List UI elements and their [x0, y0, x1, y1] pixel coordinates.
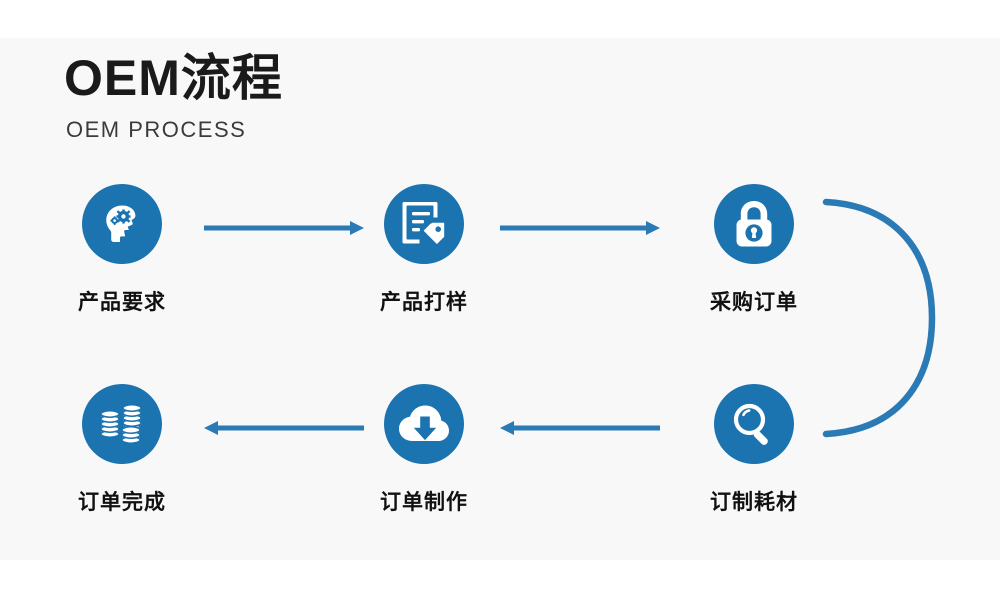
flow-step-label: 订制耗材	[710, 491, 798, 514]
flow-step-icon-circle	[714, 384, 794, 464]
flow-step-product-sampling[interactable]: 产品打样	[344, 184, 504, 316]
flow-step-order-completed[interactable]: 订单完成	[42, 384, 202, 516]
arrow-step1-to-step2	[204, 216, 364, 240]
heading-block: OEM流程 OEM PROCESS	[64, 52, 564, 143]
flow-step-purchase-order[interactable]: 采购订单	[674, 184, 834, 316]
arrow-step5-to-step6	[204, 416, 364, 440]
arrow-step4-to-step5	[500, 416, 660, 440]
flow-step-label: 订单制作	[380, 491, 468, 514]
magnifier-icon	[730, 400, 778, 448]
flow-step-icon-circle	[714, 184, 794, 264]
arrow-step3-to-step4-curve	[812, 196, 937, 440]
head-gears-icon	[96, 198, 148, 250]
cloud-download-icon	[398, 403, 450, 445]
flow-step-icon-circle	[82, 384, 162, 464]
padlock-icon	[731, 199, 777, 249]
flow-step-label: 采购订单	[710, 291, 798, 314]
document-tag-icon	[401, 199, 447, 249]
flow-step-order-production[interactable]: 订单制作	[344, 384, 504, 516]
flow-step-label: 产品打样	[380, 291, 468, 314]
flow-step-label: 订单完成	[78, 491, 166, 514]
flow-step-custom-consumables[interactable]: 订制耗材	[674, 384, 834, 516]
flow-step-icon-circle	[384, 184, 464, 264]
flow-step-label: 产品要求	[78, 291, 166, 314]
coin-stacks-icon	[97, 401, 147, 447]
page-title: OEM流程	[64, 50, 283, 106]
page-subtitle: OEM PROCESS	[66, 116, 247, 142]
arrow-step2-to-step3	[500, 216, 660, 240]
flow-step-product-requirement[interactable]: 产品要求	[42, 184, 202, 316]
flow-step-icon-circle	[82, 184, 162, 264]
flow-step-icon-circle	[384, 384, 464, 464]
content-panel	[0, 38, 1000, 560]
